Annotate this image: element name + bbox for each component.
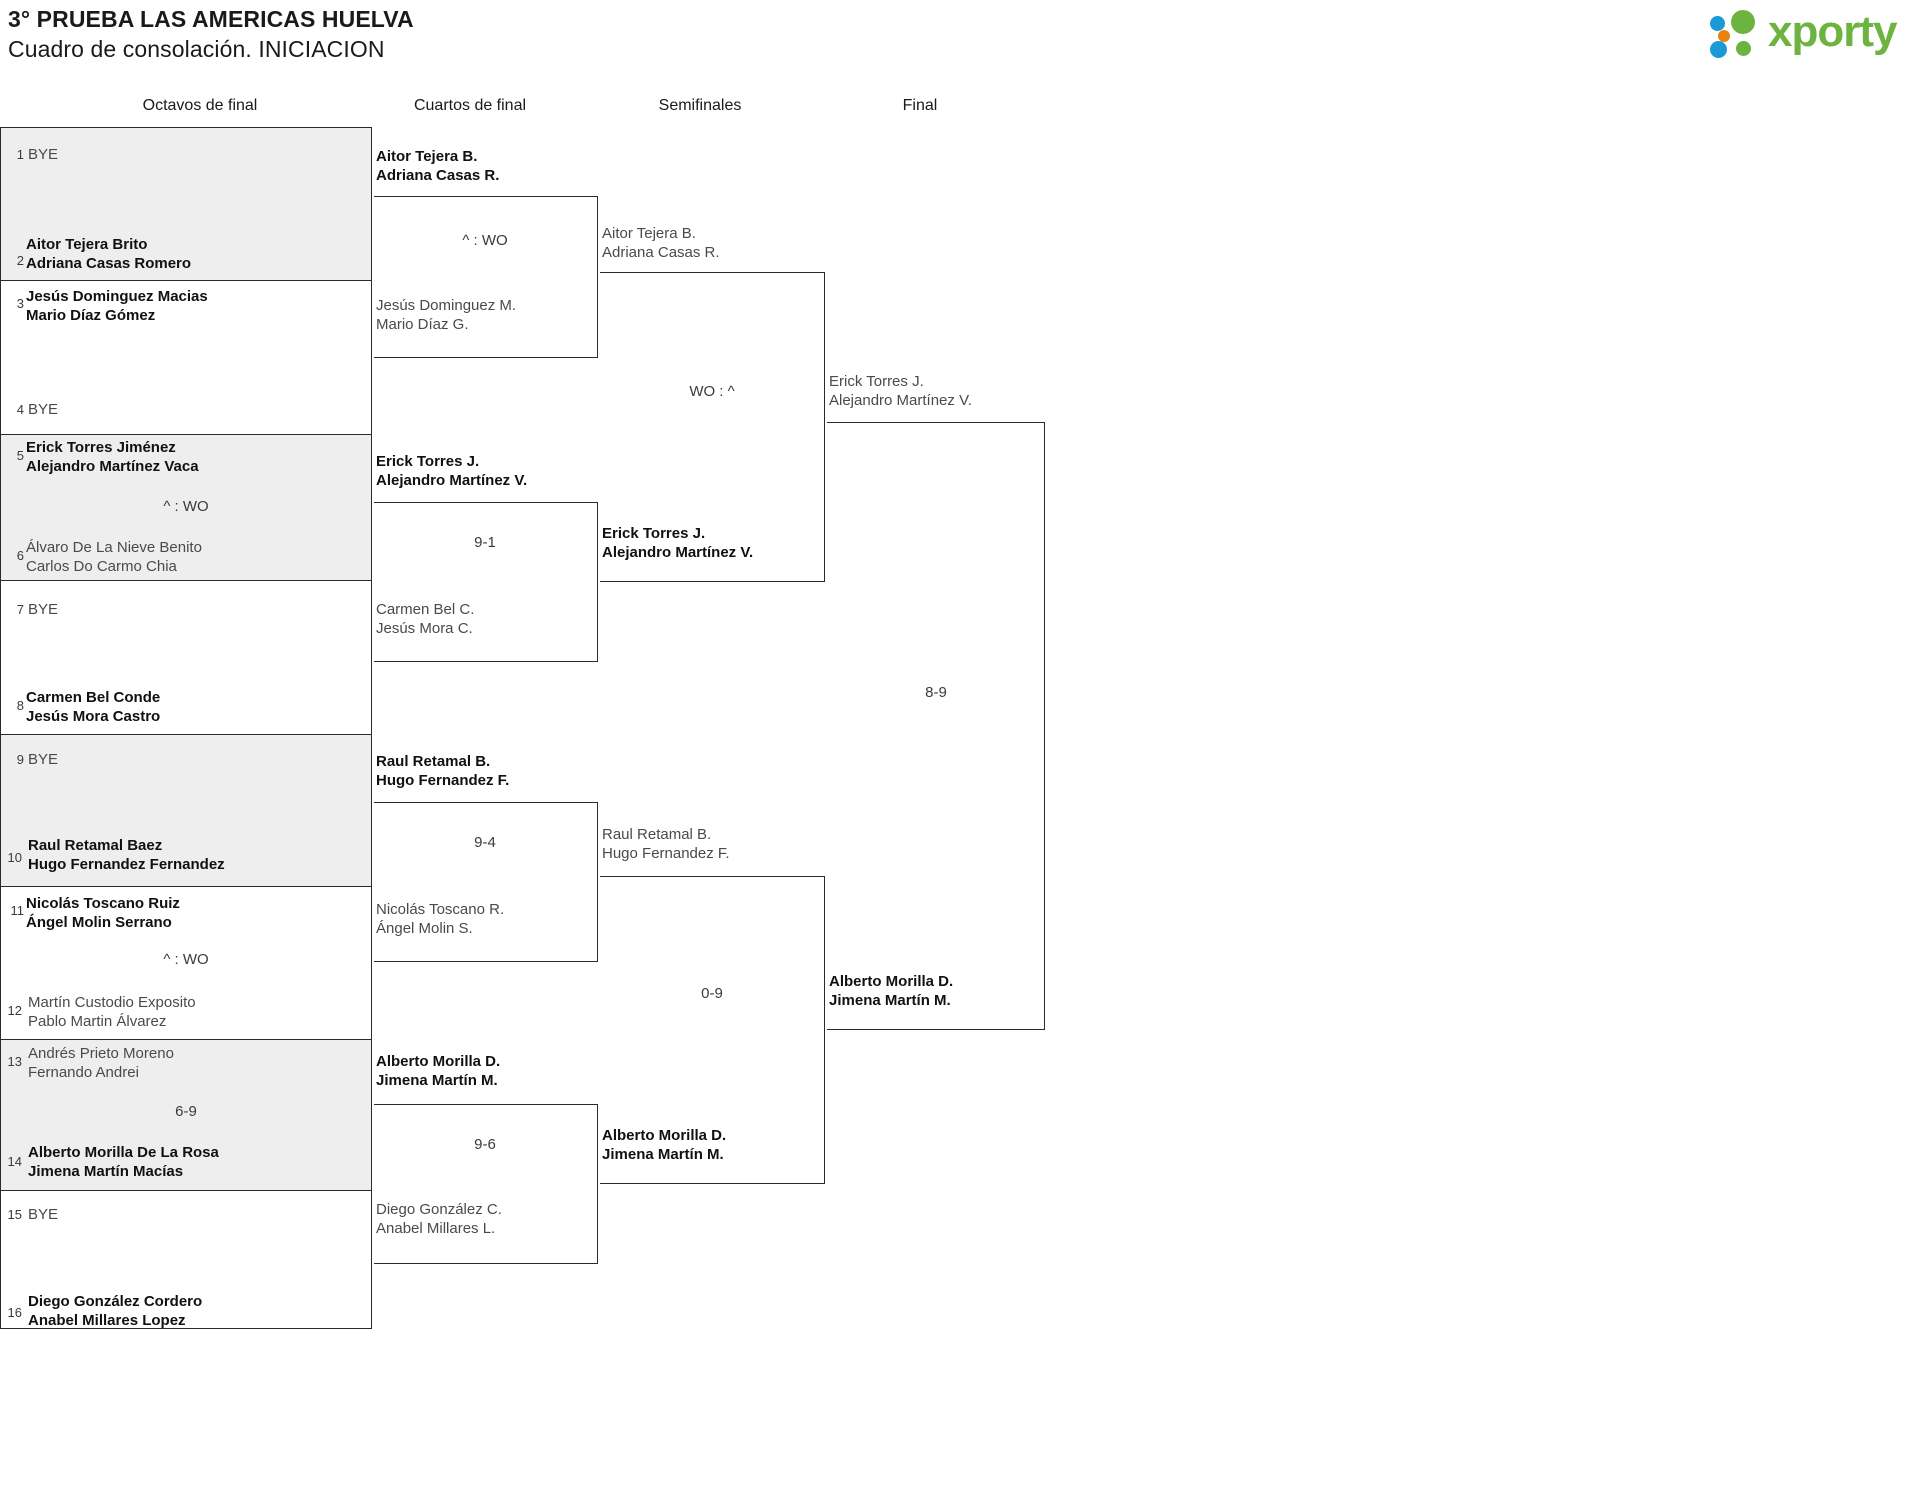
player-names: Erick Torres J. Alejandro Martínez V.: [602, 525, 754, 561]
match-score: 9-1: [474, 534, 496, 551]
round1-divider: [0, 886, 372, 887]
seed-number: 3: [16, 296, 24, 311]
round1-band: [0, 1039, 372, 1190]
seed-number: 14: [7, 1154, 22, 1169]
match-score: ^ : WO: [163, 951, 209, 968]
round4-connector: [827, 422, 1045, 1030]
match-score: 9-6: [474, 1136, 496, 1153]
player-names: Nicolás Toscano Ruiz Ángel Molin Serrano: [26, 895, 180, 931]
round2-connector: [374, 802, 598, 962]
player-names: Alberto Morilla De La Rosa Jimena Martín…: [28, 1144, 219, 1180]
player-names: Jesús Dominguez Macias Mario Díaz Gómez: [26, 288, 208, 324]
player-names: Andrés Prieto Moreno Fernando Andrei: [28, 1045, 174, 1081]
round1-divider: [0, 580, 372, 581]
match-score: 6-9: [175, 1103, 197, 1120]
player-names: Erick Torres Jiménez Alejandro Martínez …: [26, 439, 199, 475]
player-names: Diego González Cordero Anabel Millares L…: [28, 1293, 203, 1329]
seed-number: 5: [16, 448, 24, 463]
player-names: Alberto Morilla D. Jimena Martín M.: [602, 1127, 727, 1163]
player-names: Jesús Dominguez M. Mario Díaz G.: [376, 297, 517, 333]
player-names: Carmen Bel C. Jesús Mora C.: [376, 601, 475, 637]
bye-label: BYE: [28, 401, 59, 418]
player-names: Erick Torres J. Alejandro Martínez V.: [829, 373, 972, 409]
xporty-logo: xporty: [1710, 7, 1915, 58]
round-label-semifinales: Semifinales: [658, 97, 742, 114]
round2-connector: [374, 502, 598, 662]
player-names: Raul Retamal B. Hugo Fernandez F.: [602, 826, 730, 862]
seed-number: 2: [16, 253, 24, 268]
round3-connector: [600, 272, 825, 582]
round1-band: [0, 734, 372, 886]
match-score: 8-9: [925, 684, 947, 701]
round-label-cuartos: Cuartos de final: [413, 97, 527, 114]
player-names: Raul Retamal B. Hugo Fernandez F.: [376, 753, 510, 789]
round2-connector: [374, 196, 598, 358]
player-names: Raul Retamal Baez Hugo Fernandez Fernand…: [28, 837, 225, 873]
round-label-octavos: Octavos de final: [142, 97, 258, 114]
seed-number: 15: [7, 1207, 22, 1222]
player-names: Carmen Bel Conde Jesús Mora Castro: [26, 689, 161, 725]
round1-band: [0, 434, 372, 580]
round1-divider: [0, 280, 372, 281]
round1-band: [0, 127, 372, 280]
seed-number: 16: [7, 1305, 22, 1320]
seed-number: 4: [16, 402, 24, 417]
seed-number: 1: [16, 147, 24, 162]
round2-connector: [374, 1104, 598, 1264]
bye-label: BYE: [28, 601, 59, 618]
seed-number: 10: [7, 850, 22, 865]
match-score: 0-9: [701, 985, 723, 1002]
match-score: ^ : WO: [163, 498, 209, 515]
player-names: Martín Custodio Exposito Pablo Martin Ál…: [28, 994, 196, 1030]
page-title: 3° PRUEBA LAS AMERICAS HUELVA Cuadro de …: [8, 4, 414, 64]
seed-number: 13: [7, 1054, 22, 1069]
seed-number: 7: [16, 602, 24, 617]
champion-names: Alberto Morilla D. Jimena Martín M.: [829, 973, 954, 1009]
player-names: Aitor Tejera B. Adriana Casas R.: [376, 148, 500, 184]
player-names: Aitor Tejera Brito Adriana Casas Romero: [26, 236, 192, 272]
player-names: Diego González C. Anabel Millares L.: [376, 1201, 502, 1237]
tournament-title: 3° PRUEBA LAS AMERICAS HUELVA: [8, 6, 414, 32]
bracket-subtitle: Cuadro de consolación. INICIACION: [8, 36, 385, 62]
round1-divider: [0, 434, 372, 435]
bye-label: BYE: [28, 751, 59, 768]
logo-wordmark: xporty: [1768, 7, 1897, 56]
match-score: 9-4: [474, 834, 496, 851]
seed-number: 6: [16, 548, 24, 563]
player-names: Aitor Tejera B. Adriana Casas R.: [602, 225, 720, 261]
round3-connector: [600, 876, 825, 1184]
round-label-final: Final: [902, 97, 938, 114]
round1-divider: [0, 734, 372, 735]
match-score: ^ : WO: [462, 232, 508, 249]
player-names: Nicolás Toscano R. Ángel Molin S.: [376, 901, 505, 937]
logo-dots-icon: [1710, 10, 1768, 58]
seed-number: 9: [16, 752, 24, 767]
seed-number: 8: [16, 698, 24, 713]
player-names: Álvaro De La Nieve Benito Carlos Do Carm…: [26, 539, 202, 575]
round1-divider: [0, 1190, 372, 1191]
bye-label: BYE: [28, 146, 59, 163]
round1-divider: [0, 1039, 372, 1040]
seed-number: 11: [10, 903, 25, 918]
player-names: Alberto Morilla D. Jimena Martín M.: [376, 1053, 501, 1089]
round1-frame: [0, 127, 372, 1329]
seed-number: 12: [7, 1003, 22, 1018]
match-score: WO : ^: [689, 383, 735, 400]
bye-label: BYE: [28, 1206, 59, 1223]
player-names: Erick Torres J. Alejandro Martínez V.: [376, 453, 528, 489]
